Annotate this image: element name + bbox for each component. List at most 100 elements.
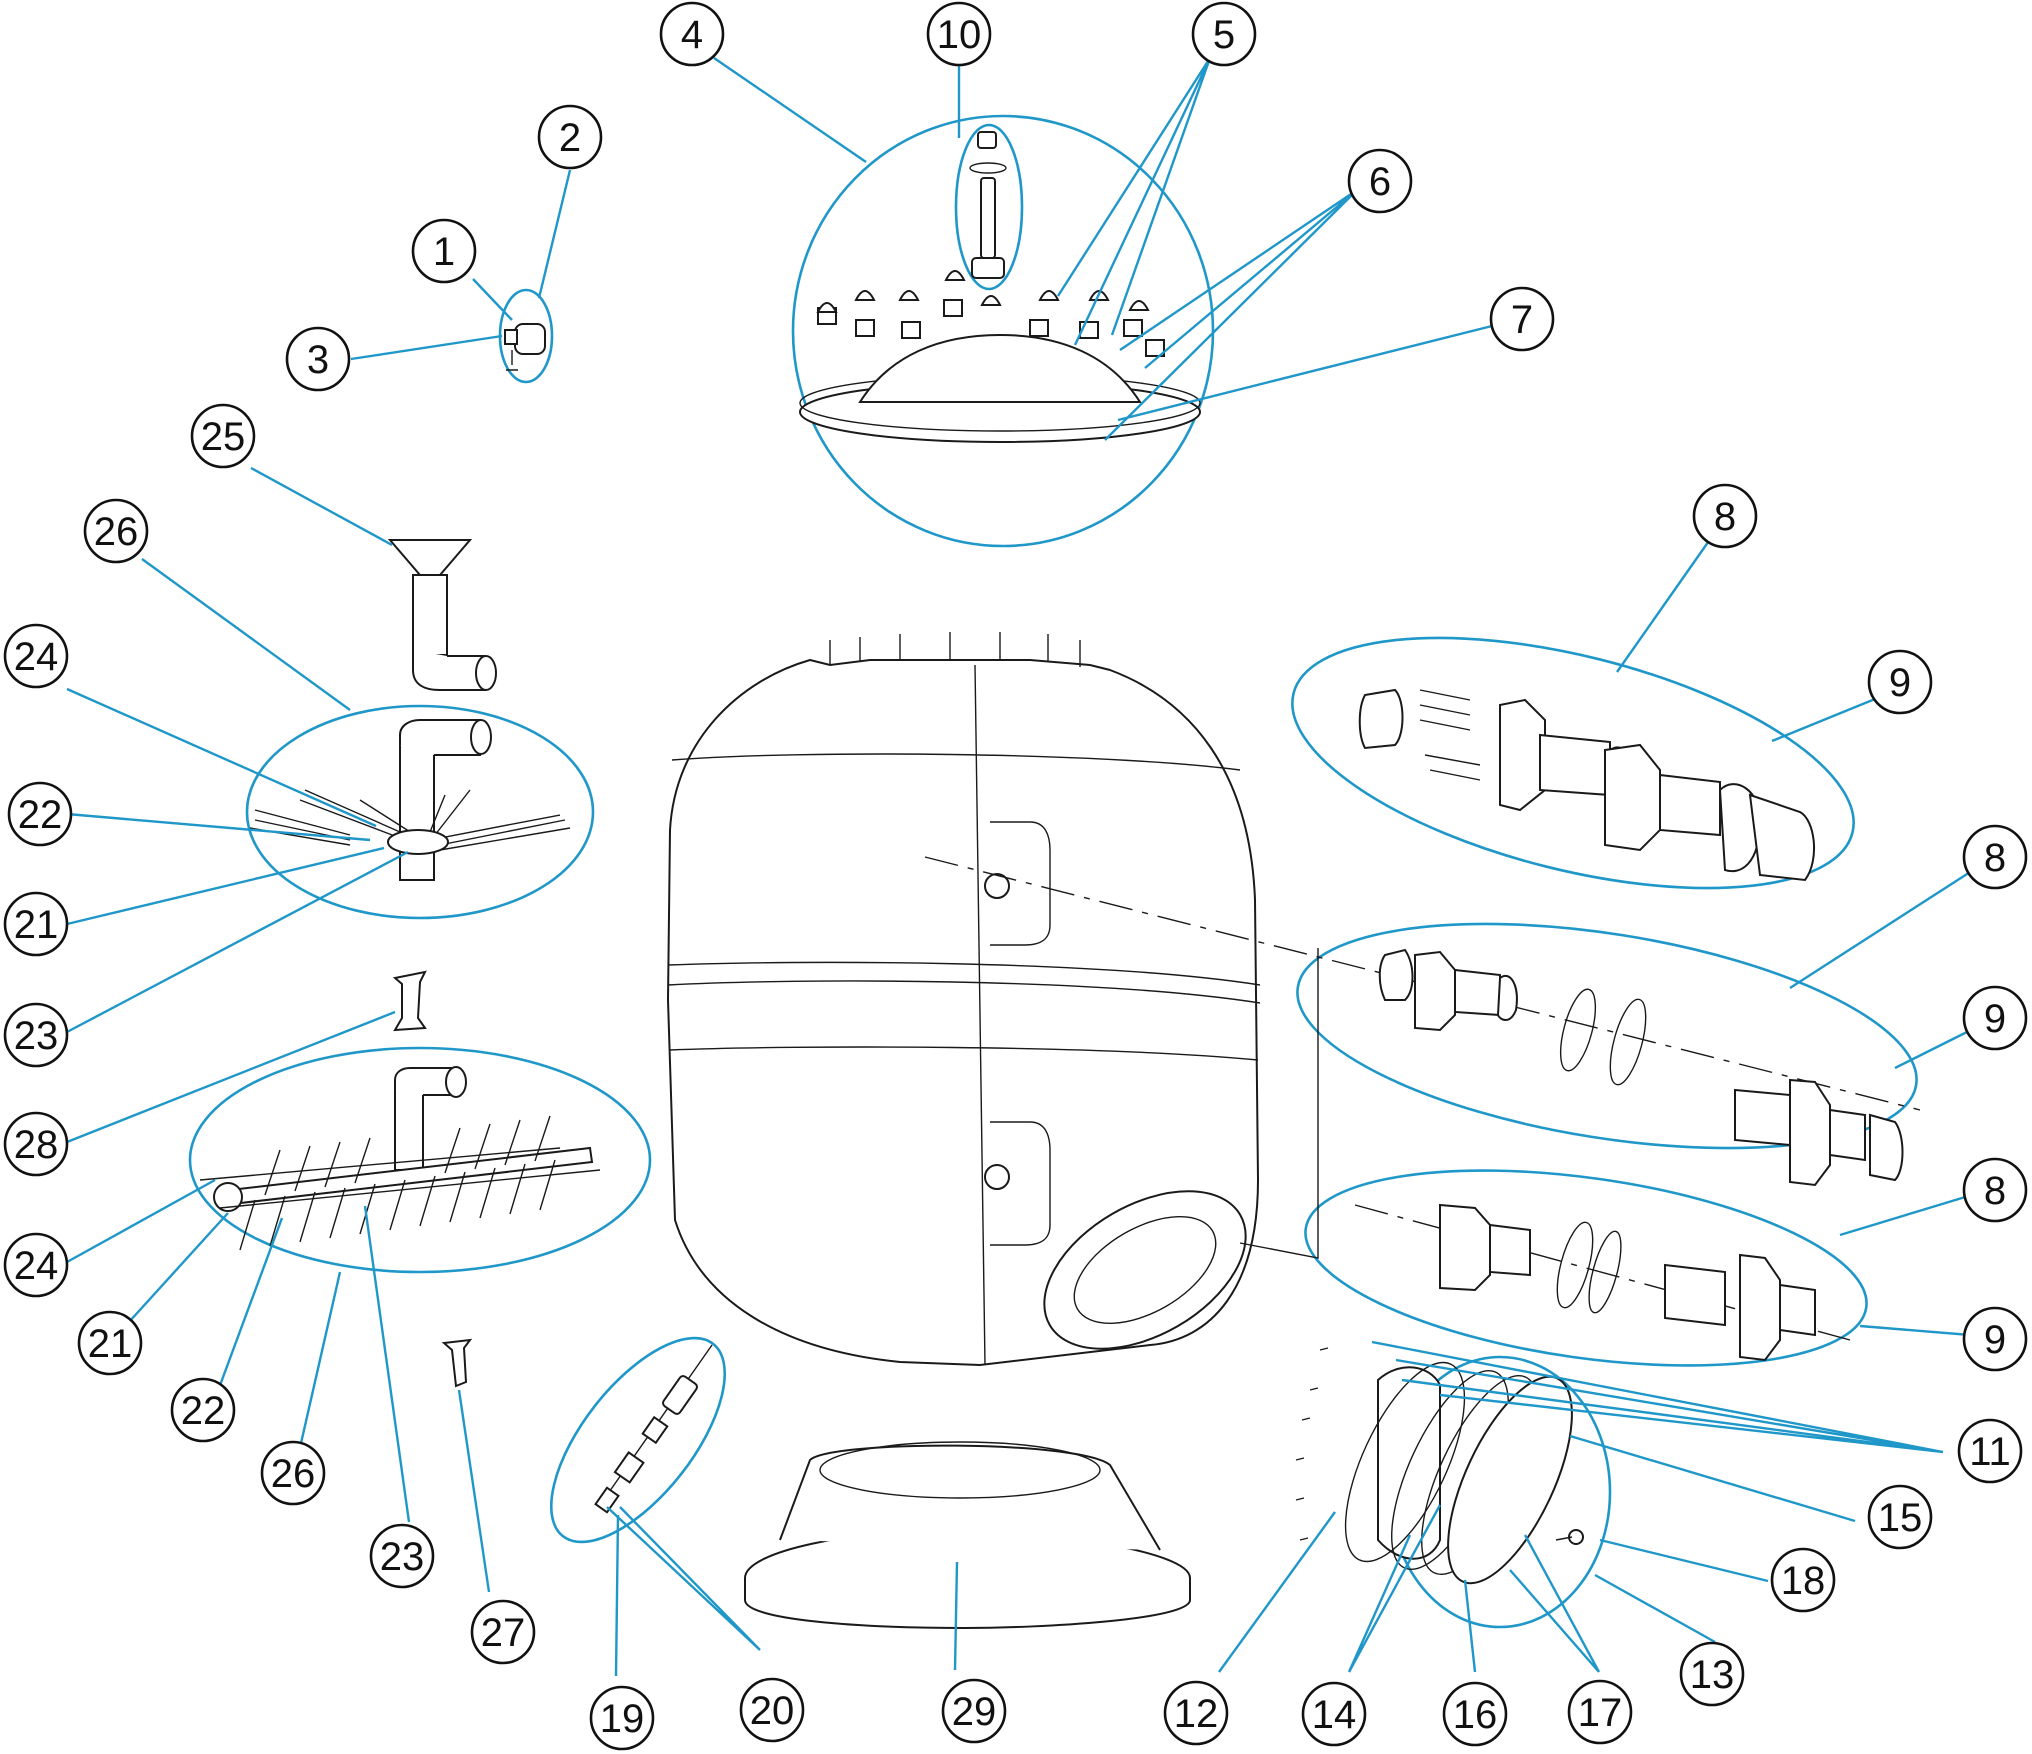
callout-circle [1163,1680,1229,1746]
callout-25: 25 [190,403,256,469]
callout-circle [926,1,992,67]
callout-circle [1191,1,1257,67]
callout-label: 21 [88,1322,133,1366]
callout-23: 23 [3,1002,69,1068]
group-lid-assembly [791,114,1215,548]
callout-26: 26 [260,1440,326,1506]
callout-circle [1489,286,1555,352]
callout-23: 23 [369,1523,435,1589]
callout-8: 8 [1962,824,2028,890]
leader-lines [66,57,1996,1677]
callout-circle [3,1232,69,1298]
callout-26: 26 [83,498,149,564]
callout-1: 1 [411,218,477,284]
callout-label: 24 [14,635,59,679]
callout-circle [411,218,477,284]
callout-circle [1962,1157,2028,1223]
callout-circle [7,781,73,847]
callout-6: 6 [1347,148,1413,214]
callout-18: 18 [1770,1547,1836,1613]
small-fittings [392,970,473,1388]
callout-circle [1692,483,1758,549]
drain-assembly [594,1344,713,1514]
callout-circle [285,326,351,392]
callout-circle [470,1599,536,1665]
group-connection-upper [1291,636,1855,890]
lower-collector [199,1066,601,1251]
callout-14: 14 [1301,1681,1367,1747]
callout-label: 16 [1453,1693,1498,1737]
callout-circle [170,1377,236,1443]
callout-2: 2 [537,104,603,170]
callout-circle [1347,148,1413,214]
callout-label: 5 [1213,13,1235,57]
callout-24: 24 [3,623,69,689]
callout-13: 13 [1679,1641,1745,1707]
bottom-port-flange [1043,1190,1247,1350]
callout-label: 9 [1984,1318,2006,1362]
callout-label: 8 [1714,495,1736,539]
callout-label: 2 [559,116,581,160]
callout-15: 15 [1867,1484,1933,1550]
callout-3: 3 [285,326,351,392]
callout-28: 28 [3,1111,69,1177]
group-upper-collector [245,704,595,920]
callout-8: 8 [1962,1157,2028,1223]
callout-label: 18 [1781,1559,1826,1603]
callout-5: 5 [1191,1,1257,67]
callout-label: 19 [600,1697,645,1741]
callout-circle [941,1678,1007,1744]
group-drain [549,1336,727,1544]
callout-9: 9 [1962,985,2028,1051]
callout-label: 14 [1312,1693,1357,1737]
callout-7: 7 [1489,286,1555,352]
callout-circle [3,891,69,957]
callout-circle [1442,1681,1508,1747]
callout-9: 9 [1962,1306,2028,1372]
callout-22: 22 [7,781,73,847]
callout-circle [369,1523,435,1589]
group-outlines [188,114,1918,1629]
callout-circle [1301,1681,1367,1747]
air-valve [504,323,546,371]
callout-label: 22 [18,793,63,837]
callout-10: 10 [926,1,992,67]
callout-label: 10 [937,13,982,57]
group-connection-middle [1296,922,1918,1150]
callout-circle [83,498,149,564]
callout-circle [1770,1547,1836,1613]
callout-16: 16 [1442,1681,1508,1747]
loading-funnel [387,539,497,691]
callout-circle [537,104,603,170]
callout-circle [659,1,725,67]
callout-label: 29 [952,1690,997,1734]
callout-label: 7 [1511,298,1533,342]
callout-8: 8 [1692,483,1758,549]
lid-dome [858,333,1142,403]
callout-circle [1957,1418,2023,1484]
callout-label: 20 [750,1689,795,1733]
callout-circle [1867,649,1933,715]
filter-tank [666,632,1921,1367]
callout-circle [1867,1484,1933,1550]
callout-label: 12 [1174,1692,1219,1736]
callout-19: 19 [589,1685,655,1751]
group-vent-screw [954,123,1024,291]
callout-24: 24 [3,1232,69,1298]
callout-circle [3,1111,69,1177]
callout-9: 9 [1867,649,1933,715]
callout-circle [77,1310,143,1376]
group-connection-lower [1304,1169,1868,1367]
callout-label: 26 [94,510,139,554]
lid-nuts [816,270,1165,357]
callout-17: 17 [1567,1679,1633,1745]
callout-4: 4 [659,1,725,67]
callout-label: 13 [1690,1653,1735,1697]
callout-circle [739,1677,805,1743]
callout-circle [3,1002,69,1068]
callout-11: 11 [1957,1418,2023,1484]
lid-assembly [799,131,1201,443]
lower-side-port [984,1164,1010,1190]
callout-label: 9 [1984,997,2006,1041]
